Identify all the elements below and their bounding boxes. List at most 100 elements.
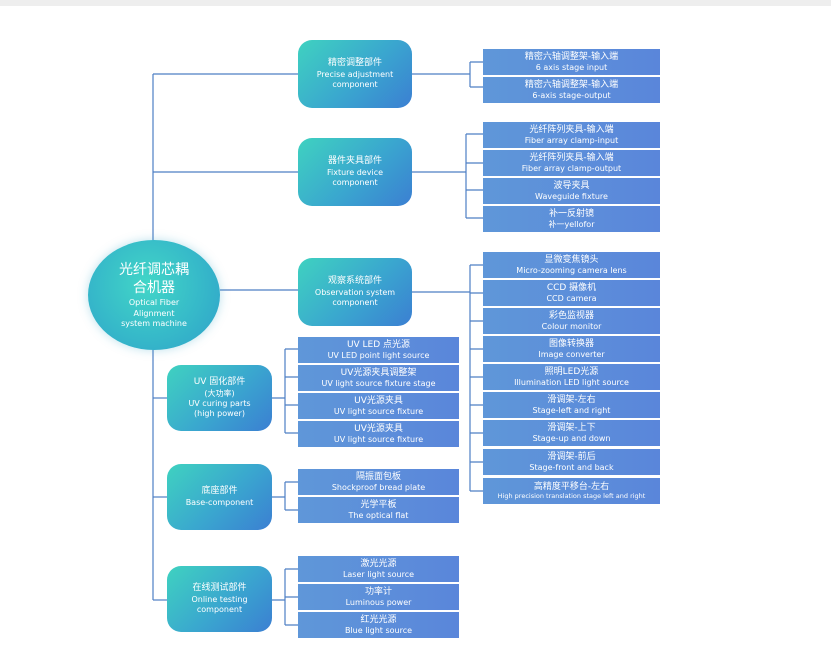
leaf-label-cn: 滑调架-前后 xyxy=(547,451,596,462)
leaf-observe-8: 高精度平移台-左右 High precision translation sta… xyxy=(483,478,660,504)
branch-label-en-2: component xyxy=(332,297,378,307)
leaf-label-cn: 图像转换器 xyxy=(548,338,594,349)
leaf-label-cn: UV光源夹具 xyxy=(354,423,403,434)
base-leaf-bus xyxy=(272,481,298,511)
leaf-label-en: UV LED point light source xyxy=(327,350,430,360)
leaf-label-cn: 精密六轴调整架-输入端 xyxy=(524,51,619,62)
leaf-label-en: 6 axis stage input xyxy=(535,62,608,72)
branch-uv-curing: UV 固化部件 (大功率) UV curing parts (high powe… xyxy=(167,365,272,431)
leaf-precise-1: 精密六轴调整架-输入端 6-axis stage-output xyxy=(483,77,660,103)
leaf-fixture-3: 补一反射镜 补一yellofor xyxy=(483,206,660,232)
root-title-line-2: 合机器 xyxy=(133,280,175,297)
leaf-observe-5: 滑调架-左右 Stage-left and right xyxy=(483,392,660,418)
leaf-label-en: Colour monitor xyxy=(541,321,602,331)
branch-online-testing: 在线测试部件 Online testing component xyxy=(167,566,272,632)
leaf-label-cn: UV光源夹具调整架 xyxy=(340,367,417,378)
leaf-label-en: Stage-front and back xyxy=(529,462,614,472)
leaf-label-en: High precision translation stage left an… xyxy=(497,491,646,500)
leaf-label-cn: 红光光源 xyxy=(360,614,397,625)
leaf-fixture-0: 光纤阵列夹具-输入端 Fiber array clamp-input xyxy=(483,122,660,148)
leaf-label-cn: UV LED 点光源 xyxy=(346,339,411,350)
branch-label-en-1: Precise adjustment xyxy=(316,69,394,79)
leaf-label-cn: 彩色监视器 xyxy=(548,310,594,321)
leaf-label-en: Micro-zooming camera lens xyxy=(516,265,627,275)
leaf-label-en: Image converter xyxy=(538,349,605,359)
branch-label-cn: 精密调整部件 xyxy=(327,58,382,69)
leaf-label-cn: 光纤阵列夹具-输入端 xyxy=(529,124,614,135)
leaf-precise-0: 精密六轴调整架-输入端 6 axis stage input xyxy=(483,49,660,75)
branch-fixture-device: 器件夹具部件 Fixture device component xyxy=(298,138,412,206)
leaf-label-en: UV light source fixture xyxy=(333,434,424,444)
root-subtitle-line-3: system machine xyxy=(121,319,187,329)
leaf-uv-2: UV光源夹具 UV light source fixture xyxy=(298,393,459,419)
root-subtitle-line-2: Alignment xyxy=(133,308,175,318)
leaf-uv-3: UV光源夹具 UV light source fixture xyxy=(298,421,459,447)
observe-leaf-bus xyxy=(412,264,483,492)
leaf-base-0: 隔振面包板 Shockproof bread plate xyxy=(298,469,459,495)
leaf-label-en: 补一yellofor xyxy=(548,219,595,229)
branch-observation-system: 观察系统部件 Observation system component xyxy=(298,258,412,326)
branch-label-en-2: component xyxy=(196,604,243,614)
leaf-online-0: 激光光源 Laser light source xyxy=(298,556,459,582)
branch-label-cn: 观察系统部件 xyxy=(327,276,382,287)
precise-leaf-bus xyxy=(412,61,483,88)
leaf-online-2: 红光光源 Blue light source xyxy=(298,612,459,638)
branch-label-cn: 器件夹具部件 xyxy=(327,156,382,167)
leaf-label-en: UV light source fixture xyxy=(333,406,424,416)
leaf-label-cn: 激光光源 xyxy=(360,558,397,569)
leaf-label-en: 6-axis stage-output xyxy=(532,90,611,100)
leaf-label-en: Fiber array clamp-input xyxy=(524,135,619,145)
leaf-label-en: Fiber array clamp-output xyxy=(521,163,622,173)
leaf-label-cn: 隔振面包板 xyxy=(355,471,401,482)
branch-label-en-1: Observation system xyxy=(314,287,396,297)
leaf-label-cn: 波导夹具 xyxy=(553,180,590,191)
branch-precise-adjustment: 精密调整部件 Precise adjustment component xyxy=(298,40,412,108)
leaf-label-cn: 高精度平移台-左右 xyxy=(533,481,610,492)
leaf-label-cn: 滑调架-上下 xyxy=(547,422,596,433)
leaf-fixture-1: 光纤阵列夹具-输入端 Fiber array clamp-output xyxy=(483,150,660,176)
leaf-fixture-2: 波导夹具 Waveguide fixture xyxy=(483,178,660,204)
leaf-label-en: Illumination LED light source xyxy=(514,377,629,387)
branch-label-en-1: Online testing xyxy=(191,594,248,604)
leaf-label-cn: 光学平板 xyxy=(360,499,397,510)
leaf-label-en: Stage-up and down xyxy=(532,433,611,443)
leaf-observe-1: CCD 摄像机 CCD camera xyxy=(483,280,660,306)
window-top-strip xyxy=(0,0,831,6)
fixture-leaf-bus xyxy=(412,133,483,219)
branch-label-en-2: component xyxy=(332,177,378,187)
leaf-observe-0: 显微变焦镜头 Micro-zooming camera lens xyxy=(483,252,660,278)
leaf-label-en: UV light source fixture stage xyxy=(321,378,436,388)
leaf-label-en: Luminous power xyxy=(345,597,412,607)
leaf-label-cn: 精密六轴调整架-输入端 xyxy=(524,79,619,90)
leaf-observe-3: 图像转换器 Image converter xyxy=(483,336,660,362)
leaf-label-cn: 功率计 xyxy=(364,586,392,597)
leaf-label-cn: 光纤阵列夹具-输入端 xyxy=(529,152,614,163)
uv-leaf-bus xyxy=(272,348,298,434)
leaf-label-cn: UV光源夹具 xyxy=(354,395,403,406)
leaf-label-en: Stage-left and right xyxy=(532,405,611,415)
leaf-label-en: Shockproof bread plate xyxy=(331,482,426,492)
branch-label-cn: 在线测试部件 xyxy=(192,583,247,594)
root-node: 光纤调芯耦 合机器 Optical Fiber Alignment system… xyxy=(88,240,220,350)
leaf-online-1: 功率计 Luminous power xyxy=(298,584,459,610)
branch-label-en-1: Base-component xyxy=(185,497,254,507)
leaf-observe-2: 彩色监视器 Colour monitor xyxy=(483,308,660,334)
leaf-label-en: Blue light source xyxy=(344,625,413,635)
leaf-label-cn: 补一反射镜 xyxy=(548,208,594,219)
leaf-label-en: CCD camera xyxy=(546,293,597,303)
branch-label-cn: 底座部件 xyxy=(201,486,238,497)
leaf-label-cn: CCD 摄像机 xyxy=(546,282,597,293)
leaf-label-cn: 显微变焦镜头 xyxy=(544,254,599,265)
leaf-label-cn: 照明LED光源 xyxy=(544,366,599,377)
leaf-label-en: Waveguide fixture xyxy=(535,191,608,201)
leaf-observe-4: 照明LED光源 Illumination LED light source xyxy=(483,364,660,390)
leaf-label-en: Laser light source xyxy=(342,569,415,579)
branch-label-en-2: component xyxy=(332,79,378,89)
branch-label-en-1: UV curing parts xyxy=(188,398,251,408)
online-leaf-bus xyxy=(272,568,298,626)
leaf-uv-0: UV LED 点光源 UV LED point light source xyxy=(298,337,459,363)
branch-label-cn-2: (大功率) xyxy=(204,388,235,398)
root-title-line-1: 光纤调芯耦 xyxy=(119,261,189,278)
leaf-label-cn: 滑调架-左右 xyxy=(547,394,596,405)
leaf-uv-1: UV光源夹具调整架 UV light source fixture stage xyxy=(298,365,459,391)
